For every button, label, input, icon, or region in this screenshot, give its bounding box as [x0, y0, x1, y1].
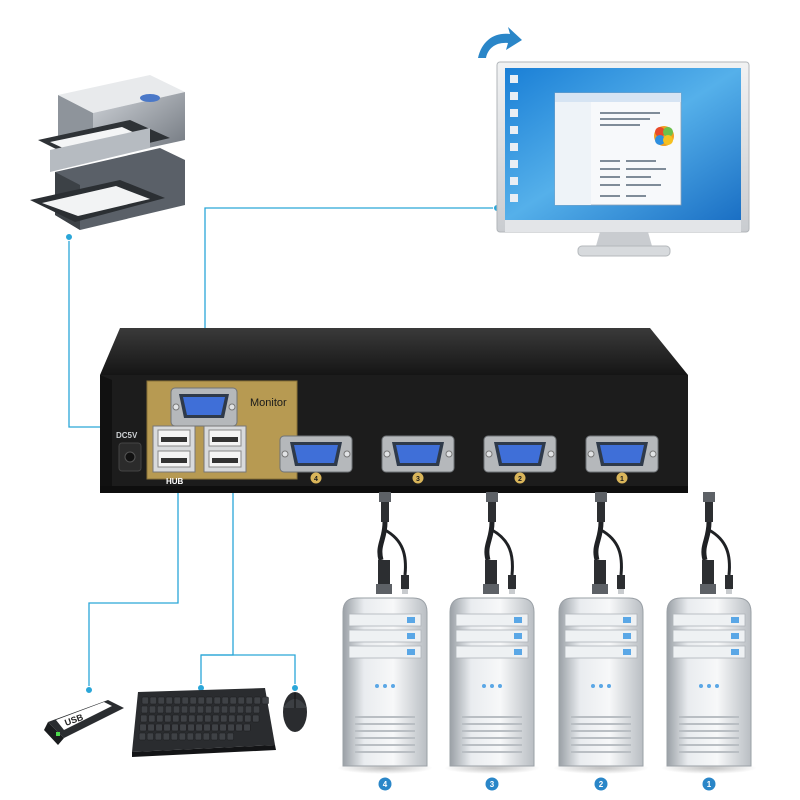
server-2: 2	[553, 492, 649, 791]
port-number: 2	[518, 476, 522, 483]
server-number-badge: 1	[702, 777, 716, 791]
keyboard-mouse-line	[200, 478, 234, 688]
vga-cable-icon	[700, 492, 733, 594]
server-number-badge: 4	[378, 777, 392, 791]
vga-port-4: 4	[279, 435, 353, 484]
server-1: 1	[661, 492, 757, 791]
server-number: 1	[707, 780, 712, 789]
vga-cable-icon	[376, 492, 409, 594]
keyboard-icon	[132, 688, 276, 757]
server-tower-icon	[553, 597, 649, 774]
computer-vga-ports: 4 3 2 1	[279, 435, 659, 484]
server-number-badge: 3	[485, 777, 499, 791]
server-tower-icon	[337, 597, 433, 774]
server-tower-icon	[444, 597, 540, 774]
monitor-icon	[496, 61, 750, 257]
mouse-line	[201, 654, 296, 688]
port-number: 1	[620, 476, 624, 483]
monitor-port-label: Monitor	[250, 397, 287, 409]
kvm-switch: Monitor HUB DC5V	[100, 328, 688, 493]
port-number-badge	[310, 472, 322, 484]
port-number-badge	[514, 472, 526, 484]
usb-hub-ports	[152, 425, 247, 473]
server-3: 3	[444, 492, 540, 791]
port-number-badge	[412, 472, 424, 484]
mouse-icon	[283, 692, 307, 732]
servers: 4 3 2 1	[337, 492, 757, 791]
power-label: DC5V	[116, 431, 138, 440]
port-number: 3	[416, 476, 420, 483]
vga-port-1: 1	[585, 435, 659, 484]
vga-port-3: 3	[381, 435, 455, 484]
vga-cable-icon	[483, 492, 516, 594]
server-number: 2	[599, 780, 604, 789]
port-number-badge	[616, 472, 628, 484]
hub-label: HUB	[166, 477, 184, 486]
server-number-badge: 2	[594, 777, 608, 791]
server-number: 3	[490, 780, 495, 789]
vga-cable-icon	[592, 492, 625, 594]
server-4: 4	[337, 492, 433, 791]
printer-icon	[30, 75, 185, 230]
usb-stick-line	[88, 478, 179, 690]
vga-port-2: 2	[483, 435, 557, 484]
port-number: 4	[314, 476, 318, 483]
usb-stick-icon: USB	[44, 700, 124, 745]
server-tower-icon	[661, 597, 757, 774]
monitor-vga-port	[170, 387, 238, 427]
server-number: 4	[383, 780, 388, 789]
refresh-arrow-icon	[478, 27, 522, 58]
